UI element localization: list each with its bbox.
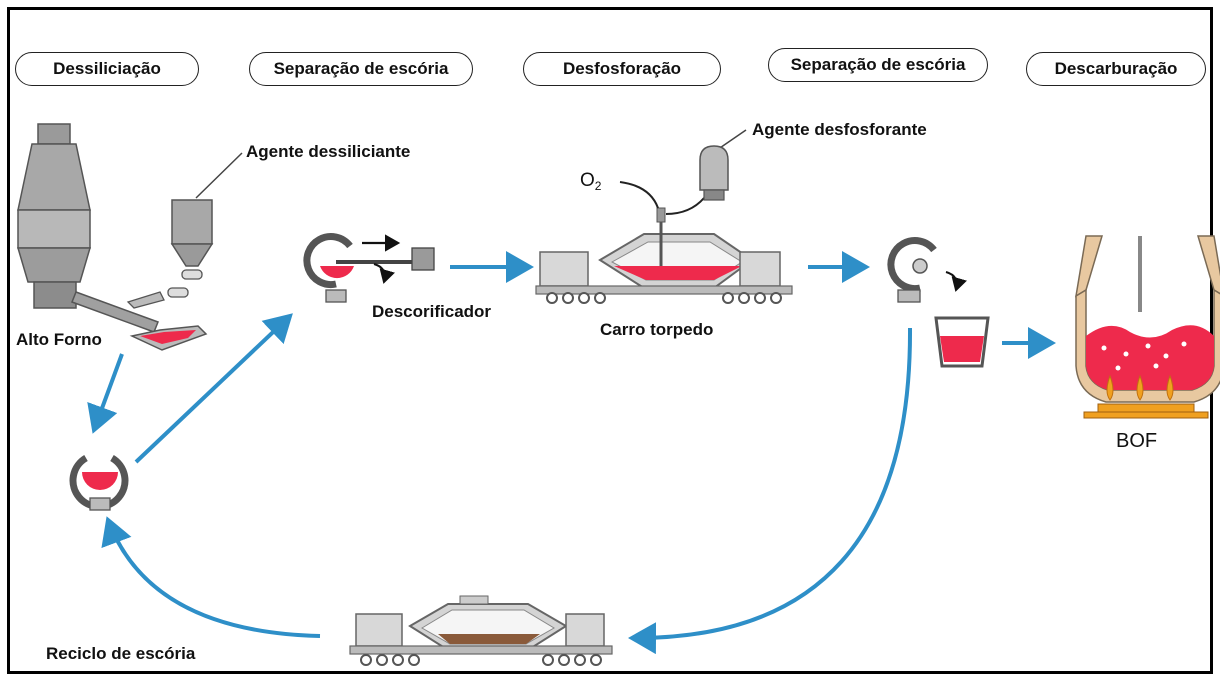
stage-desilication: Dessiliciação	[15, 52, 199, 86]
runner-icon	[129, 325, 208, 351]
stage-dephosphorization: Desfosforação	[523, 52, 721, 86]
flow-arrow	[134, 313, 293, 464]
desilicating-hopper-icon	[126, 152, 243, 309]
torpedo-car-icon	[535, 181, 793, 304]
blast-furnace-icon	[16, 123, 159, 333]
flow-arrow	[87, 353, 124, 434]
second-deslagger-ladle-icon	[887, 237, 967, 303]
oxygen-label: O2	[580, 170, 602, 193]
blast-furnace-label: Alto Forno	[16, 330, 102, 349]
dephosphorizing-agent-label: Agente desfosforante	[752, 120, 927, 139]
bof-converter-icon	[1074, 235, 1220, 419]
stage-slag-separation-1: Separação de escória	[249, 52, 473, 86]
oxygen-subscript: 2	[594, 179, 602, 193]
ladle-icon	[69, 454, 129, 511]
deslagger-label: Descorificador	[372, 302, 492, 321]
desilicating-agent-label: Agente dessiliciante	[246, 142, 411, 161]
flow-arrow	[101, 516, 321, 638]
slag-torpedo-car-icon	[349, 595, 613, 666]
dephosphorizing-agent-sack-icon	[699, 129, 747, 201]
bof-label: BOF	[1116, 430, 1158, 452]
torpedo-car-label: Carro torpedo	[600, 320, 714, 339]
oxygen-symbol: O	[580, 170, 595, 191]
stage-slag-separation-2: Separação de escória	[768, 48, 988, 82]
deslagger-ladle-icon	[303, 233, 435, 303]
flow-arrow	[628, 327, 913, 655]
pot-icon	[934, 316, 990, 368]
process-flow-arrows	[87, 251, 1056, 655]
slag-recycle-label: Reciclo de escória	[46, 644, 196, 663]
stage-decarburization: Descarburação	[1026, 52, 1206, 86]
